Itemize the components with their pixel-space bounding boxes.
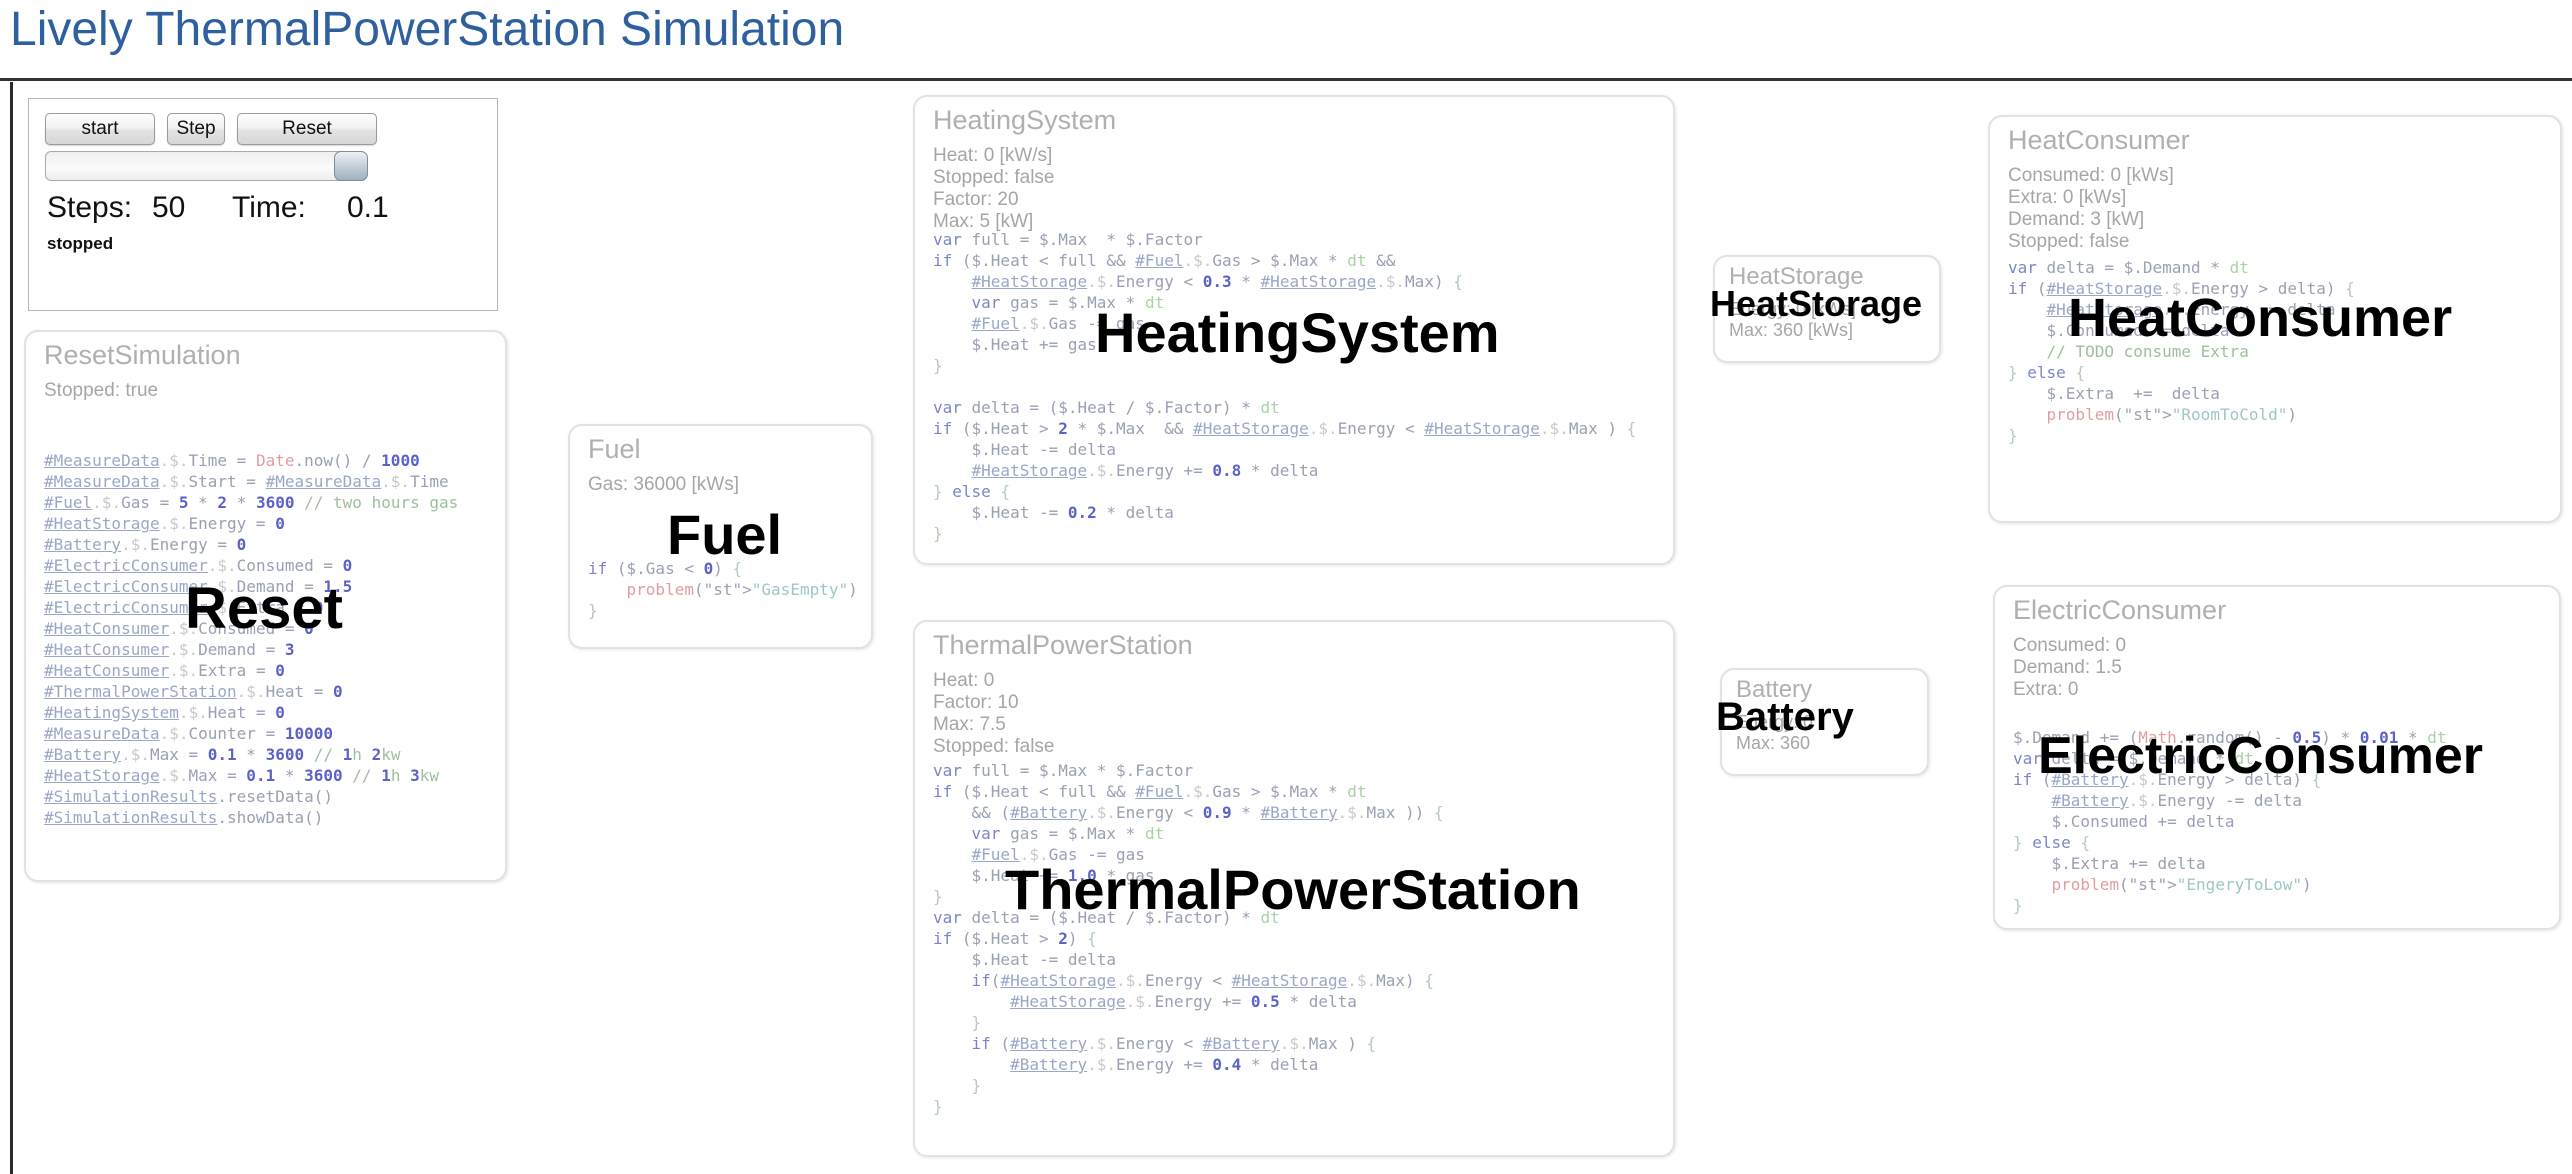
- card-thermal-power-station[interactable]: ThermalPowerStation Heat: 0 Factor: 10 M…: [913, 620, 1675, 1157]
- card-heat-consumer[interactable]: HeatConsumer Consumed: 0 [kWs] Extra: 0 …: [1988, 115, 2562, 523]
- card-properties: Consumed: 0 [kWs] Extra: 0 [kWs] Demand:…: [2008, 165, 2174, 252]
- card-title: ResetSimulation: [44, 340, 241, 370]
- card-properties: Heat: 0 [kW/s] Stopped: false Factor: 20…: [933, 145, 1055, 232]
- card-script[interactable]: var delta = $.Demand * dt if (#HeatStora…: [2008, 258, 2355, 445]
- card-properties: Energy: 0 Max: 360: [1736, 712, 1814, 753]
- world-frame: [10, 82, 2570, 1174]
- card-title: ElectricConsumer: [2013, 595, 2227, 625]
- time-value: 0.1: [347, 191, 389, 224]
- card-electric-consumer[interactable]: ElectricConsumer Consumed: 0 Demand: 1.5…: [1993, 585, 2561, 930]
- card-properties: Stopped: true: [44, 380, 159, 401]
- time-label: Time:: [232, 191, 306, 224]
- simulation-status: stopped: [47, 234, 114, 253]
- card-heat-storage[interactable]: HeatStorage Energy: 0 [kWs] Max: 360 [kW…: [1713, 255, 1941, 363]
- card-title: HeatingSystem: [933, 105, 1117, 135]
- card-title: HeatConsumer: [2008, 125, 2190, 155]
- card-heating-system[interactable]: HeatingSystem Heat: 0 [kW/s] Stopped: fa…: [913, 95, 1675, 565]
- step-button[interactable]: Step: [167, 113, 225, 145]
- card-properties: Gas: 36000 [kWs]: [588, 474, 740, 495]
- card-properties: Heat: 0 Factor: 10 Max: 7.5 Stopped: fal…: [933, 670, 1055, 757]
- card-battery[interactable]: Battery Energy: 0 Max: 360: [1720, 668, 1929, 776]
- page-title: Lively ThermalPowerStation Simulation: [10, 3, 845, 56]
- card-script[interactable]: var full = $.Max * $.Factor if ($.Heat <…: [933, 230, 1637, 543]
- card-title: Fuel: [588, 434, 641, 464]
- speed-slider[interactable]: [45, 151, 368, 181]
- card-properties: Energy: 0 [kWs] Max: 360 [kWs]: [1729, 299, 1857, 340]
- card-title: ThermalPowerStation: [933, 630, 1193, 660]
- card-script[interactable]: var full = $.Max * $.Factor if ($.Heat <…: [933, 761, 1444, 1116]
- simulation-control-panel: start Step Reset Steps: 50 Time: 0.1 sto…: [28, 98, 498, 311]
- title-divider: [0, 78, 2572, 81]
- card-script[interactable]: $.Demand += (Math.random() - 0.5) * 0.01…: [2013, 728, 2447, 915]
- start-button[interactable]: start: [45, 113, 155, 145]
- steps-label: Steps:: [47, 191, 133, 224]
- card-properties: Consumed: 0 Demand: 1.5 Extra: 0: [2013, 635, 2127, 700]
- card-title: Battery: [1736, 676, 1813, 703]
- reset-button[interactable]: Reset: [237, 113, 377, 145]
- speed-slider-thumb[interactable]: [334, 151, 368, 181]
- card-script[interactable]: if ($.Gas < 0) { problem("st">"GasEmpty"…: [588, 559, 858, 620]
- card-title: HeatStorage: [1729, 263, 1864, 290]
- card-fuel[interactable]: Fuel Gas: 36000 [kWs] if ($.Gas < 0) { p…: [568, 424, 873, 649]
- steps-value: 50: [152, 191, 186, 224]
- card-script[interactable]: #MeasureData.$.Time = Date.now() / 1000 …: [44, 451, 459, 827]
- card-reset-simulation[interactable]: ResetSimulation Stopped: true #MeasureDa…: [24, 330, 507, 882]
